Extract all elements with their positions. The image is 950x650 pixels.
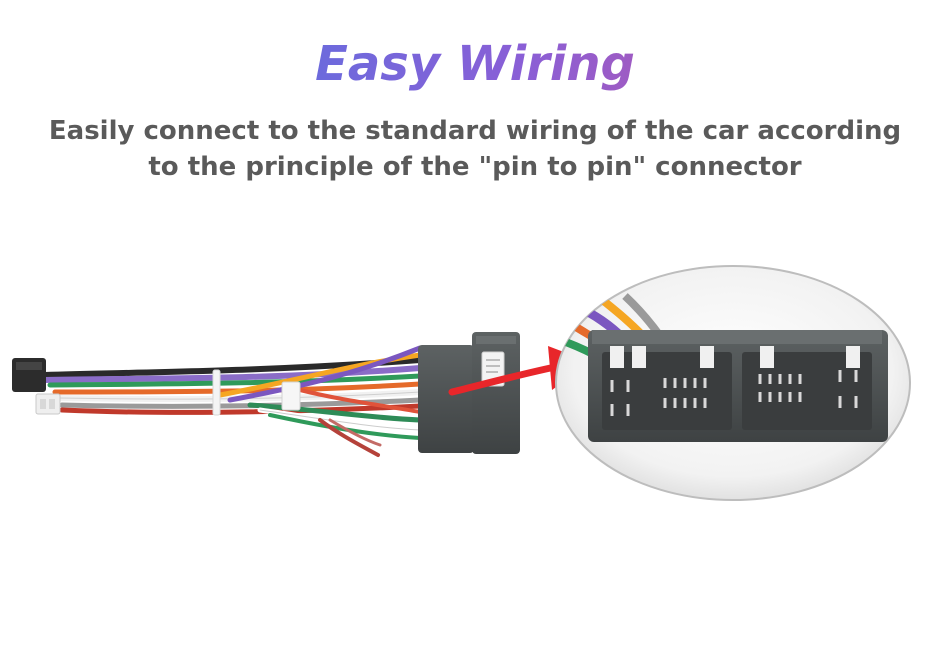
connector-zoom-view bbox=[555, 265, 911, 501]
page-subtitle: Easily connect to the standard wiring of… bbox=[0, 113, 950, 185]
cable-tie bbox=[212, 369, 221, 416]
subtitle-line-1: Easily connect to the standard wiring of… bbox=[48, 116, 902, 146]
page-title: Easy Wiring bbox=[0, 32, 950, 96]
small-connector-left bbox=[12, 358, 61, 415]
subtitle-line-2: to the principle of the "pin to pin" con… bbox=[148, 152, 802, 182]
main-harness-connector bbox=[418, 332, 520, 454]
harness-wires bbox=[42, 345, 423, 457]
wiring-harness-illustration bbox=[12, 265, 911, 501]
wire-label-tag bbox=[281, 381, 301, 411]
